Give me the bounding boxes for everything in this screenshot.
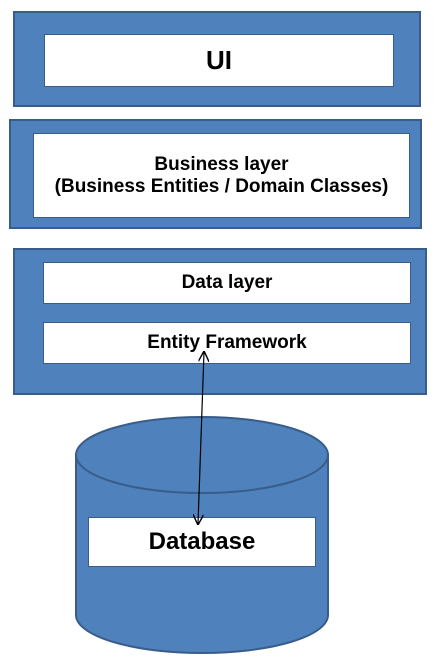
entity-framework-box: Entity Framework — [43, 322, 411, 364]
database-box: Database — [88, 517, 316, 567]
ui-layer-box: UI — [44, 34, 394, 87]
entity-framework-label: Entity Framework — [147, 332, 307, 354]
business-layer-label: Business layer (Business Entities / Doma… — [54, 153, 389, 197]
ui-layer-label: UI — [206, 44, 232, 75]
data-layer-label: Data layer — [181, 272, 273, 294]
database-cylinder-top — [75, 416, 329, 494]
data-layer-box: Data layer — [43, 262, 411, 304]
database-label: Database — [148, 528, 256, 556]
business-layer-box: Business layer (Business Entities / Doma… — [33, 133, 410, 218]
